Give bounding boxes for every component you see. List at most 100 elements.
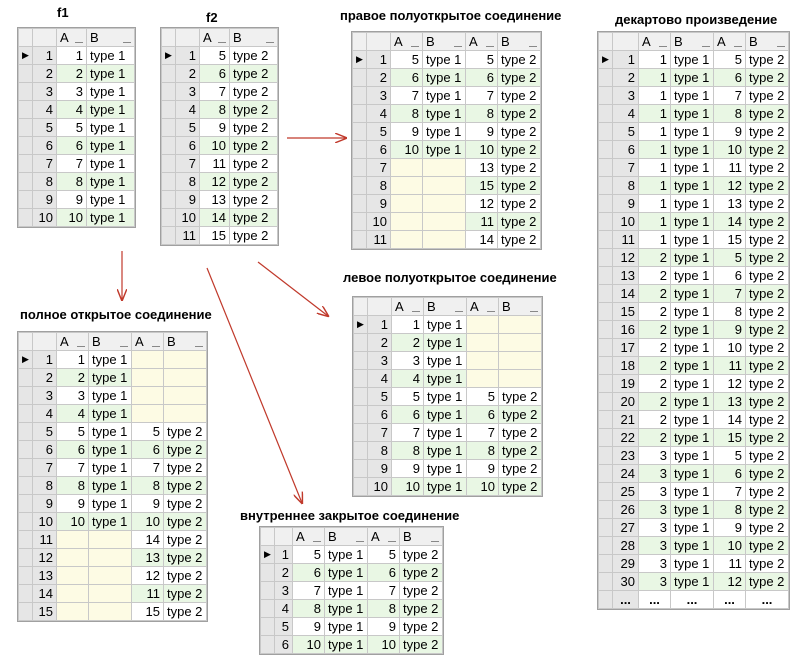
cell[interactable]: 2 (638, 320, 671, 339)
cell[interactable]: 10 (199, 136, 230, 155)
cell[interactable]: 7 (390, 86, 423, 105)
cell[interactable]: 9 (713, 122, 746, 141)
cell[interactable]: type 1 (324, 545, 368, 564)
cell[interactable]: 9 (56, 190, 87, 209)
cell[interactable]: 1 (638, 68, 671, 87)
cell[interactable]: type 2 (229, 154, 278, 173)
column-header[interactable]: A (131, 332, 164, 351)
cell[interactable] (498, 333, 542, 352)
cell[interactable]: 7 (56, 458, 89, 477)
cell[interactable] (390, 158, 423, 177)
cell[interactable]: type 1 (670, 572, 714, 591)
cell[interactable]: type 2 (745, 464, 789, 483)
cell[interactable]: type 2 (745, 50, 789, 69)
cell[interactable] (163, 386, 207, 405)
cell[interactable]: 12 (199, 172, 230, 191)
cell[interactable]: 12 (713, 572, 746, 591)
column-header[interactable]: A (638, 32, 671, 51)
cell[interactable]: 9 (367, 617, 400, 636)
cell[interactable]: type 2 (745, 140, 789, 159)
cell[interactable]: 1 (56, 350, 89, 369)
cell[interactable]: 3 (391, 351, 424, 370)
cell[interactable]: 2 (638, 356, 671, 375)
cell[interactable]: 6 (131, 440, 164, 459)
column-header[interactable]: B (498, 297, 542, 316)
cell[interactable]: type 2 (498, 477, 542, 496)
cell[interactable]: type 1 (422, 104, 466, 123)
cell[interactable]: 5 (713, 248, 746, 267)
cell[interactable]: type 2 (229, 118, 278, 137)
cell[interactable] (422, 158, 466, 177)
cell[interactable]: type 1 (88, 440, 132, 459)
cell[interactable] (498, 315, 542, 334)
cell[interactable]: type 1 (670, 230, 714, 249)
cell[interactable]: type 1 (423, 441, 467, 460)
cell[interactable]: type 2 (745, 410, 789, 429)
cell[interactable]: type 1 (670, 86, 714, 105)
cell[interactable]: 10 (56, 208, 87, 227)
cell[interactable]: 15 (465, 176, 498, 195)
cell[interactable]: type 2 (745, 374, 789, 393)
cell[interactable]: 10 (713, 140, 746, 159)
cell[interactable]: type 2 (745, 194, 789, 213)
cell[interactable]: 5 (465, 50, 498, 69)
cell[interactable]: type 2 (745, 230, 789, 249)
cell[interactable]: type 2 (163, 440, 207, 459)
cell[interactable]: 8 (391, 441, 424, 460)
cell[interactable]: type 1 (423, 333, 467, 352)
cell[interactable] (163, 350, 207, 369)
cell[interactable]: 3 (638, 500, 671, 519)
cell[interactable] (131, 350, 164, 369)
cell[interactable]: type 2 (745, 338, 789, 357)
cell[interactable]: type 2 (745, 446, 789, 465)
cell[interactable]: type 2 (497, 104, 541, 123)
cell[interactable]: type 2 (745, 428, 789, 447)
cell[interactable]: type 2 (745, 302, 789, 321)
cell[interactable]: 9 (292, 617, 325, 636)
column-header[interactable]: B (163, 332, 207, 351)
cell[interactable]: type 2 (163, 458, 207, 477)
cell[interactable]: 9 (713, 320, 746, 339)
cell[interactable]: 12 (713, 374, 746, 393)
column-header[interactable]: B (745, 32, 789, 51)
cell[interactable]: type 1 (423, 351, 467, 370)
cell[interactable]: 13 (713, 194, 746, 213)
cell[interactable] (88, 602, 132, 621)
cell[interactable]: type 1 (670, 140, 714, 159)
cell[interactable]: type 1 (670, 50, 714, 69)
cell[interactable]: 4 (391, 369, 424, 388)
cell[interactable]: type 1 (86, 118, 135, 137)
cell[interactable]: 3 (638, 446, 671, 465)
cell[interactable]: 4 (56, 100, 87, 119)
cell[interactable]: 8 (713, 104, 746, 123)
cell[interactable]: type 1 (670, 500, 714, 519)
cell[interactable]: type 2 (497, 86, 541, 105)
cell[interactable]: 1 (638, 122, 671, 141)
cell[interactable]: type 2 (745, 320, 789, 339)
